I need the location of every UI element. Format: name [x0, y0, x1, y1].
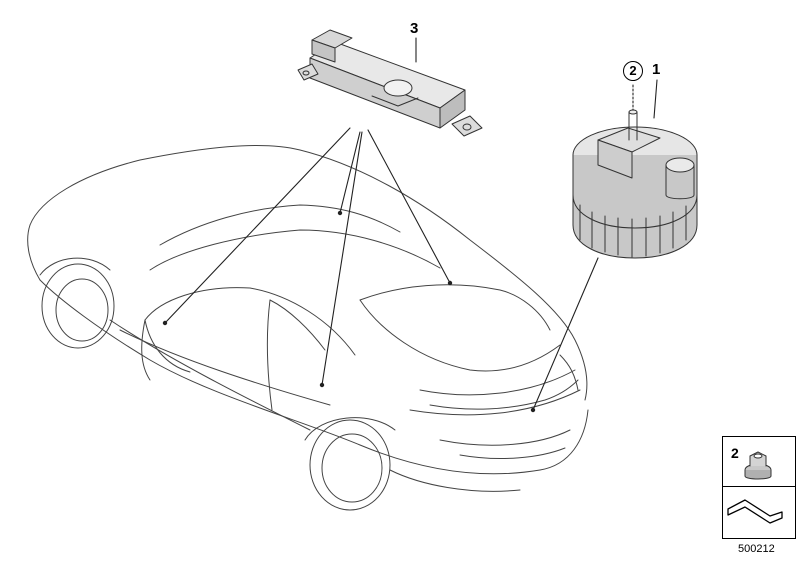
- nut-icon: [744, 451, 772, 480]
- bracket-shape-icon: [727, 499, 783, 524]
- car-outline: [27, 144, 589, 511]
- callout-part-3: 3: [410, 20, 419, 37]
- diagram-number: 500212: [738, 543, 775, 555]
- control-unit-part-3: [297, 29, 483, 137]
- callout-part-2-circled: 2: [623, 61, 643, 81]
- callout-part-1: 1: [652, 61, 661, 78]
- parts-legend: 2: [722, 436, 796, 539]
- leader-lines: [164, 37, 658, 411]
- leader-dots: [162, 210, 536, 413]
- legend-divider: [723, 486, 795, 487]
- unit-part-1: [572, 109, 698, 259]
- legend-part-number: 2: [731, 445, 739, 461]
